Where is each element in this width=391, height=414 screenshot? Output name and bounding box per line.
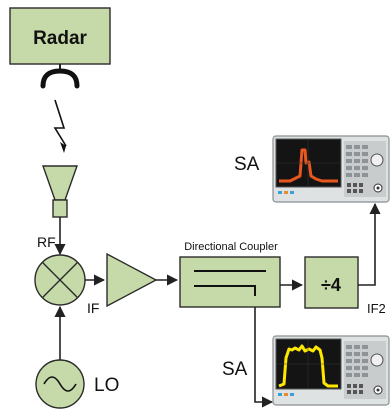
- spectrum-analyzer-bottom: [272, 335, 390, 406]
- sa-bottom-label: SA: [222, 359, 248, 380]
- rf-label: RF: [37, 234, 56, 250]
- radar-label: Radar: [33, 28, 87, 49]
- horn-antenna-icon: [42, 165, 78, 218]
- if2-label: IF2: [367, 301, 386, 316]
- divider-to-sa-wire: [358, 202, 381, 286]
- trace-top: [279, 148, 338, 183]
- lo-label: LO: [94, 375, 119, 396]
- sa-top-label: SA: [234, 154, 260, 175]
- amplifier-triangle-icon: [106, 252, 158, 308]
- mixer-cross-icon: [34, 254, 86, 306]
- sine-wave-icon: [35, 359, 85, 409]
- if-label: IF: [87, 300, 99, 316]
- screen-grid-bottom: [276, 339, 341, 389]
- screen-grid-top: [276, 139, 341, 187]
- coupler-label: Directional Coupler: [184, 241, 278, 253]
- radar-block: Radar: [9, 7, 111, 65]
- lightning-bolt-icon: [53, 99, 67, 153]
- trace-bottom: [278, 344, 338, 388]
- divider-block: ÷4: [304, 256, 359, 309]
- divider-label: ÷4: [321, 275, 341, 295]
- coupler-to-sa-wire: [254, 307, 274, 408]
- spectrum-analyzer-top: [272, 135, 390, 203]
- dish-antenna-icon: [40, 64, 80, 89]
- directional-coupler-block: Directional Coupler: [179, 241, 281, 308]
